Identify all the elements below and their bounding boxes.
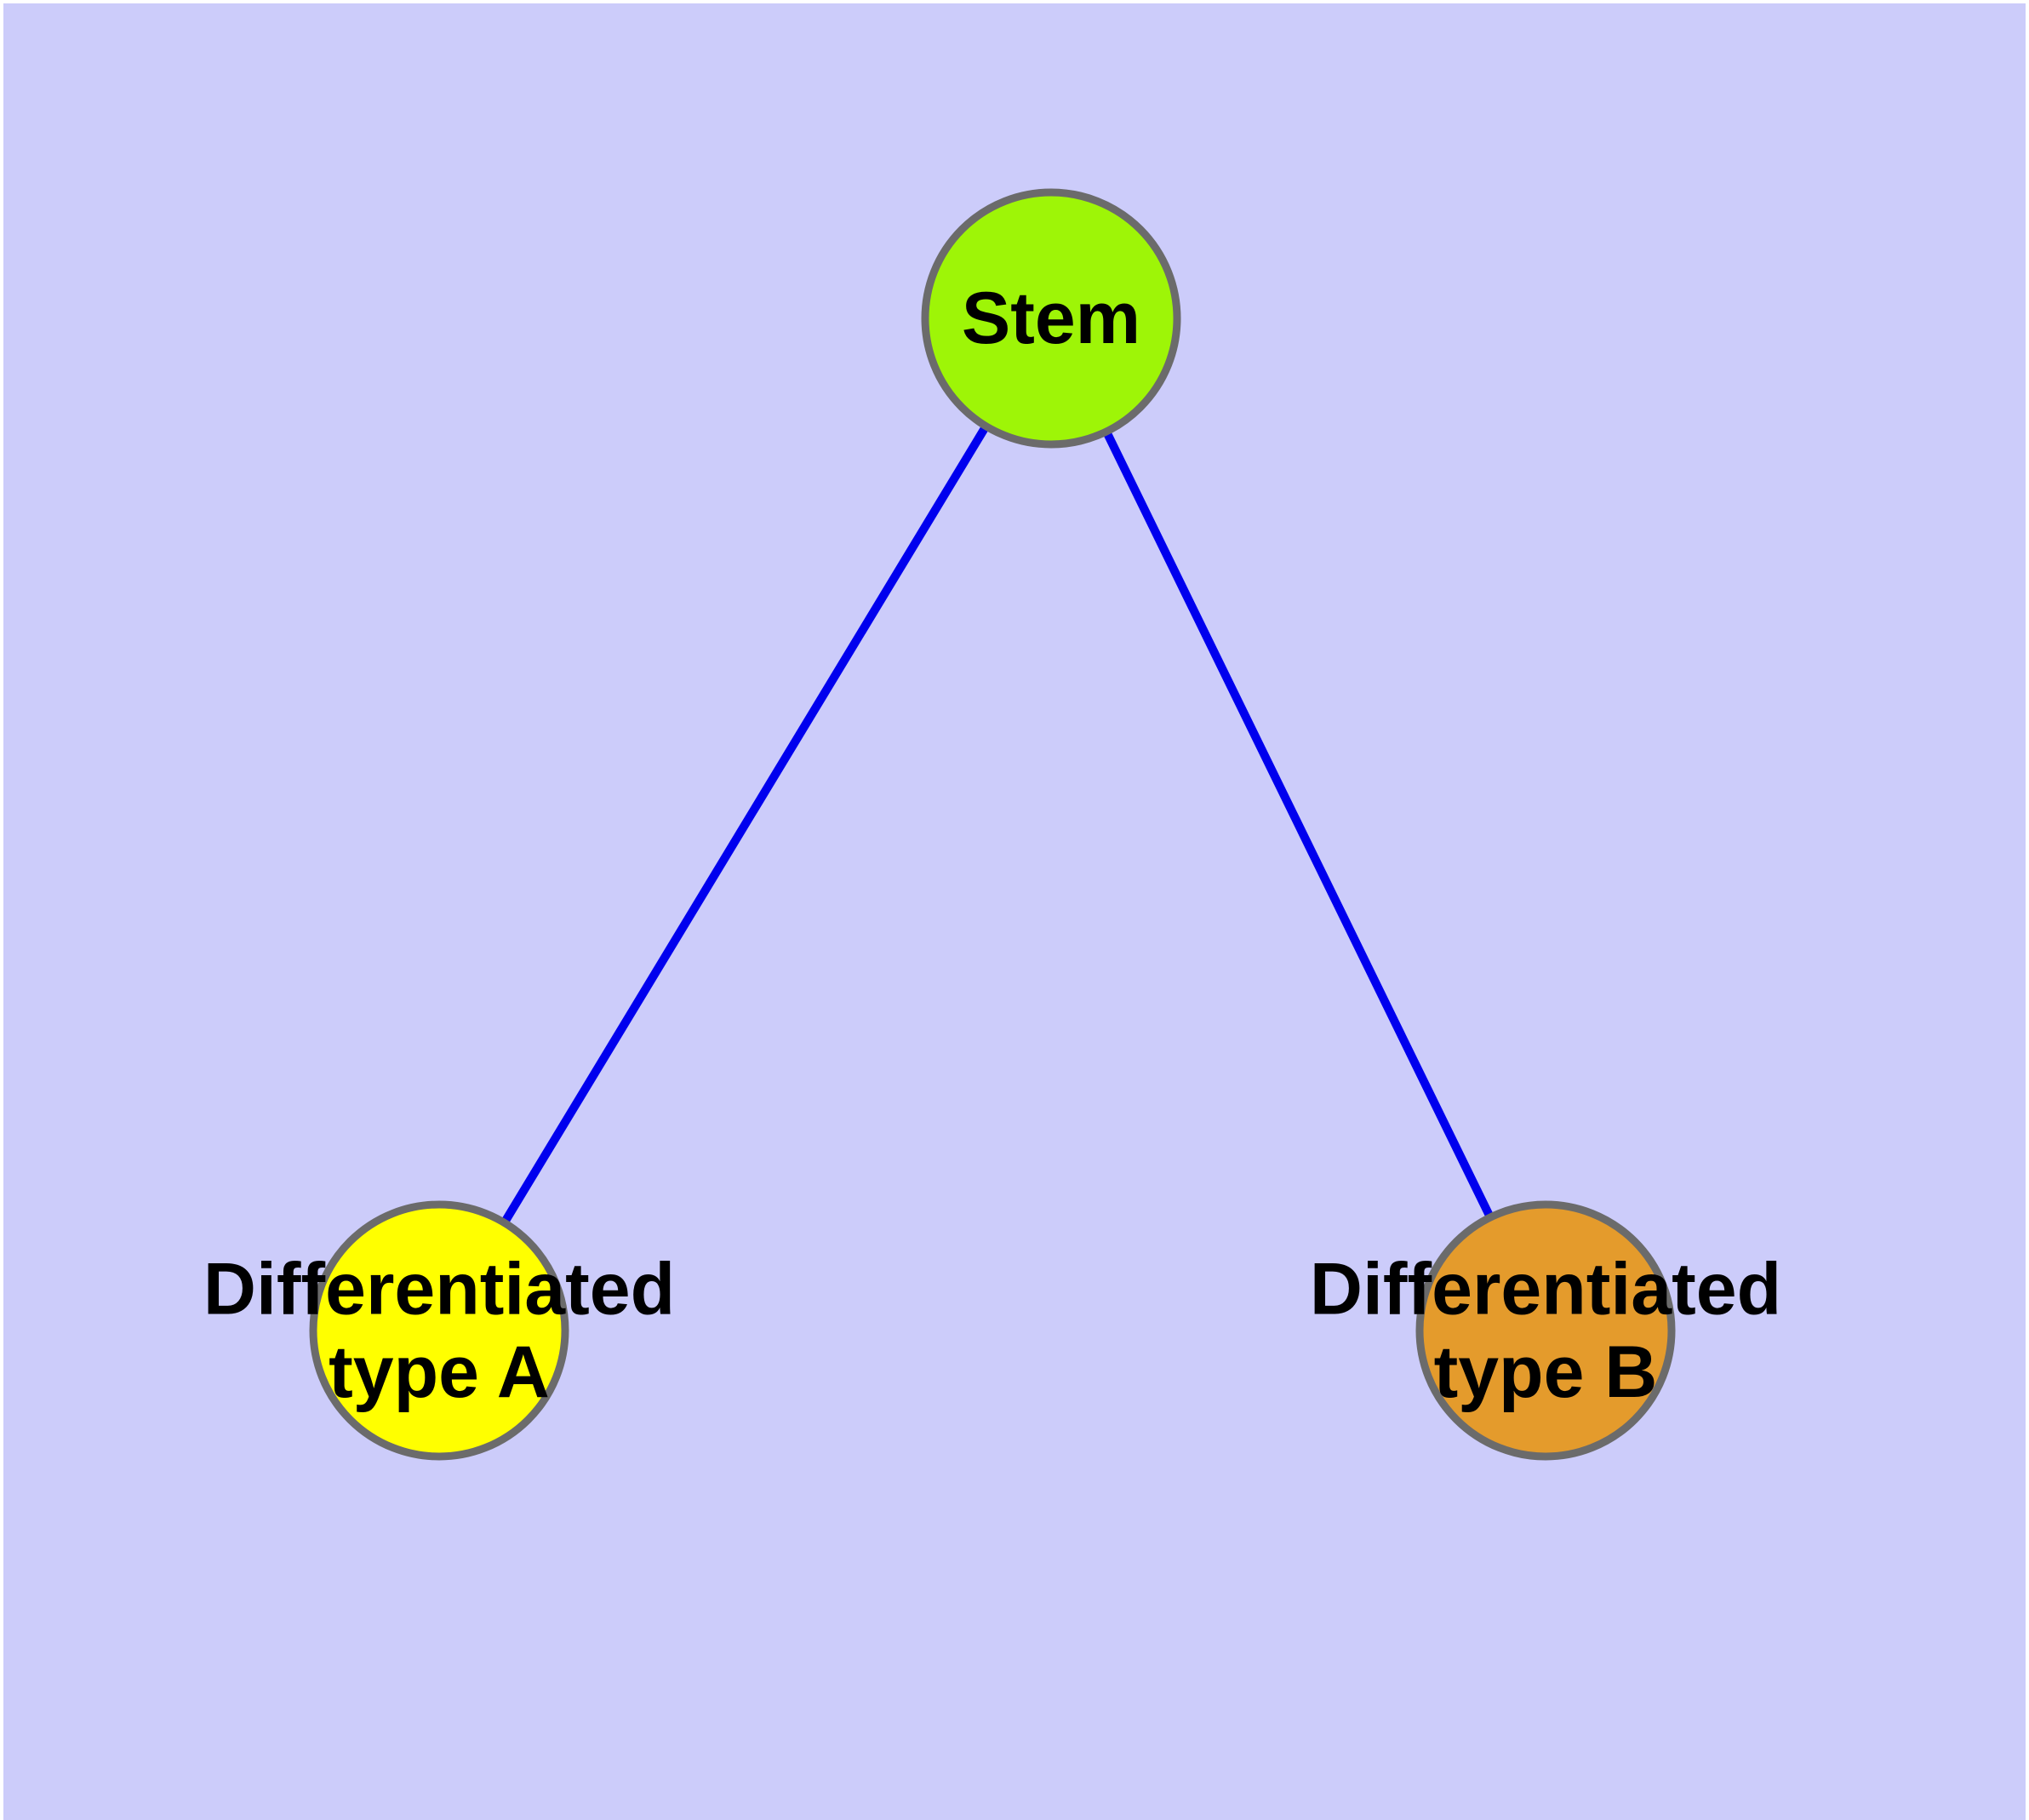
node-stem-circle[interactable] (921, 188, 1181, 449)
node-stem[interactable]: Stem (921, 188, 1181, 449)
edge-stem-to-differentiated-type-b (1047, 316, 1550, 1333)
node-differentiated-type-b-circle[interactable] (1415, 1200, 1676, 1461)
edge-stem-to-differentiated-type-a (435, 316, 1055, 1333)
node-differentiated-type-a-circle[interactable] (309, 1200, 569, 1461)
node-stem-label: Stem (962, 278, 1140, 359)
edge-layer (435, 316, 1550, 1333)
